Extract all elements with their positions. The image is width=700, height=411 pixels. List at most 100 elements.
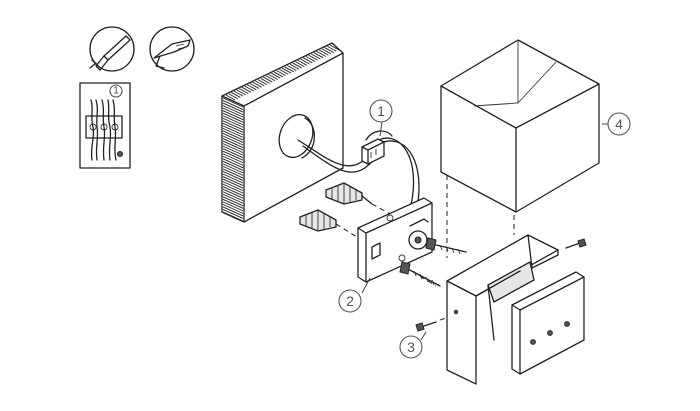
hatch-line — [222, 206, 244, 217]
hatch-line — [222, 211, 244, 222]
hatch-line — [222, 130, 244, 141]
hatch-line — [281, 67, 292, 74]
hatch-line — [303, 57, 313, 64]
callout-2 — [338, 289, 362, 313]
hatch-line — [287, 65, 297, 71]
hatch-line — [263, 76, 273, 83]
hatch-line — [225, 94, 236, 101]
hatch-line — [268, 74, 278, 80]
hatch-line — [236, 89, 246, 96]
set-screw-right — [565, 238, 587, 249]
hatch-line — [222, 186, 244, 197]
screwdriver-icon — [89, 26, 135, 72]
terminal-block — [361, 130, 393, 165]
hatch-line — [239, 88, 249, 94]
hatch-line — [308, 54, 318, 61]
hatch-line — [222, 171, 244, 181]
screw-lower — [399, 261, 441, 287]
hatch-line — [222, 173, 244, 184]
hatch-line — [222, 127, 244, 138]
callout-1-label: 1 — [377, 103, 385, 119]
hatch-line — [327, 45, 337, 52]
hatch-line — [222, 140, 244, 151]
hatch-line — [289, 63, 300, 70]
hatch-line — [316, 51, 326, 57]
hatch-line — [222, 191, 244, 202]
hatch-line — [222, 150, 244, 161]
hatch-line — [305, 56, 316, 62]
hatch-line — [222, 181, 244, 192]
hatch-line — [222, 155, 244, 166]
hatch-line — [265, 75, 276, 82]
hatch-line — [222, 115, 244, 126]
hatch-line — [222, 120, 244, 131]
hatch-line — [249, 83, 260, 89]
hatch-line — [222, 165, 244, 176]
hatch-line — [222, 138, 244, 148]
mounting-plate — [357, 197, 433, 283]
hatch-line — [273, 71, 284, 78]
hatch-line — [321, 48, 332, 55]
hatch-line — [255, 80, 265, 87]
hatch-line — [244, 85, 254, 92]
hatch-line — [222, 209, 244, 219]
hatch-line — [222, 100, 244, 110]
hatch-line — [222, 203, 244, 214]
hatch-line — [252, 81, 262, 88]
hatch-line — [222, 196, 244, 207]
wall-hatch — [222, 44, 340, 222]
hatch-line — [276, 70, 286, 77]
set-screw-left — [415, 321, 437, 332]
hatch-line — [222, 198, 244, 209]
hatch-line — [222, 105, 244, 116]
hatch-line — [260, 77, 270, 84]
wall-plug-upper — [325, 182, 373, 205]
callout-1 — [369, 99, 393, 123]
hatch-line — [311, 53, 321, 60]
front-plate — [511, 271, 585, 375]
hatch-line — [279, 68, 289, 75]
hatch-line — [222, 135, 244, 146]
hatch-line — [222, 97, 244, 108]
callout-4-label: 4 — [615, 116, 623, 132]
hatch-line — [222, 158, 244, 169]
hatch-line — [222, 163, 244, 174]
hatch-line — [313, 52, 324, 59]
hatch-line — [222, 178, 244, 189]
hatch-line — [222, 107, 244, 118]
inset-callout-label: 1 — [113, 86, 119, 97]
hatch-line — [222, 193, 244, 204]
hatch-line — [297, 59, 308, 66]
hatch-line — [222, 110, 244, 121]
hatch-line — [295, 61, 305, 68]
screw-upper — [425, 237, 467, 255]
hatch-line — [222, 168, 244, 179]
hatch-line — [231, 92, 241, 98]
hatch-line — [228, 93, 238, 100]
hatch-line — [324, 47, 334, 53]
hatch-line — [329, 44, 340, 51]
hatch-line — [222, 133, 244, 143]
hatch-line — [222, 102, 244, 113]
hatch-line — [222, 145, 244, 156]
hatch-line — [222, 183, 244, 194]
hatch-line — [222, 122, 244, 133]
hatch-line — [271, 72, 281, 79]
wall-panel — [221, 42, 344, 223]
hatch-line — [284, 66, 294, 73]
hatch-line — [222, 176, 244, 186]
hatch-line — [292, 62, 302, 69]
hatch-line — [222, 201, 244, 212]
inset-callout — [109, 84, 123, 98]
hatch-line — [247, 84, 257, 91]
wall-plug-lower — [299, 209, 337, 232]
cover-shade — [440, 39, 600, 213]
hatch-line — [222, 153, 244, 164]
hatch-line — [241, 86, 252, 93]
hatch-line — [257, 79, 268, 86]
hatch-line — [222, 143, 244, 154]
hatch-line — [222, 160, 244, 171]
terminal-block-inset: 1 — [79, 82, 131, 169]
hatch-line — [222, 117, 244, 128]
